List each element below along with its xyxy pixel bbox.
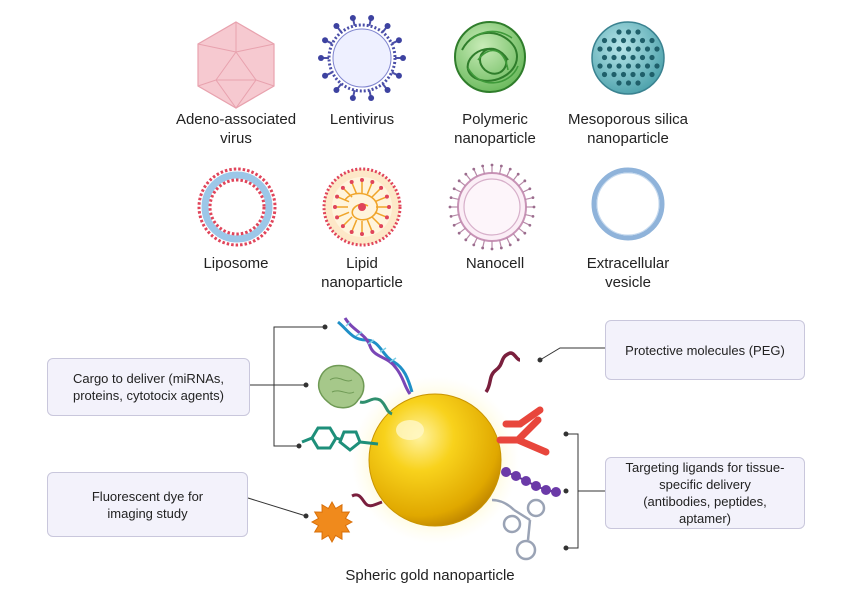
protein-icon xyxy=(317,364,393,416)
extracellular-vesicle-icon xyxy=(591,167,665,241)
polymeric-nanoparticle-icon xyxy=(454,21,526,93)
liposome-label: Liposome xyxy=(203,255,269,272)
aptamer-icon xyxy=(491,498,546,561)
dye-connector xyxy=(247,497,309,519)
gold-nanoparticle xyxy=(351,376,519,544)
targeting-bracket xyxy=(563,431,605,551)
fluorescent-dye-icon xyxy=(310,493,383,544)
cargo-bracket xyxy=(250,324,328,449)
peg-connector xyxy=(537,347,605,363)
aav-icon xyxy=(197,21,275,109)
peg-chain-icon xyxy=(484,351,521,394)
dna-helix-icon xyxy=(337,317,414,395)
gold-nanoparticle-caption: Spheric gold nanoparticle xyxy=(345,567,515,584)
lipid-nanoparticle-icon xyxy=(322,167,402,247)
antibody-icon xyxy=(496,406,550,456)
nanocell-label: Nanocell xyxy=(465,255,525,272)
cargo-box: Cargo to deliver (miRNAs,proteins, cytot… xyxy=(47,358,250,416)
nanocell-icon xyxy=(448,163,536,251)
peg-box: Protective molecules (PEG) xyxy=(605,320,805,380)
lentivirus-icon xyxy=(318,15,406,101)
lentivirus-label: Lentivirus xyxy=(329,111,395,128)
targeting-box: Targeting ligands for tissue- specific d… xyxy=(605,457,805,529)
liposome-icon xyxy=(197,167,277,247)
peptide-icon xyxy=(501,467,561,497)
mesoporous-silica-icon xyxy=(591,21,665,95)
small-molecule-icon xyxy=(301,426,379,452)
